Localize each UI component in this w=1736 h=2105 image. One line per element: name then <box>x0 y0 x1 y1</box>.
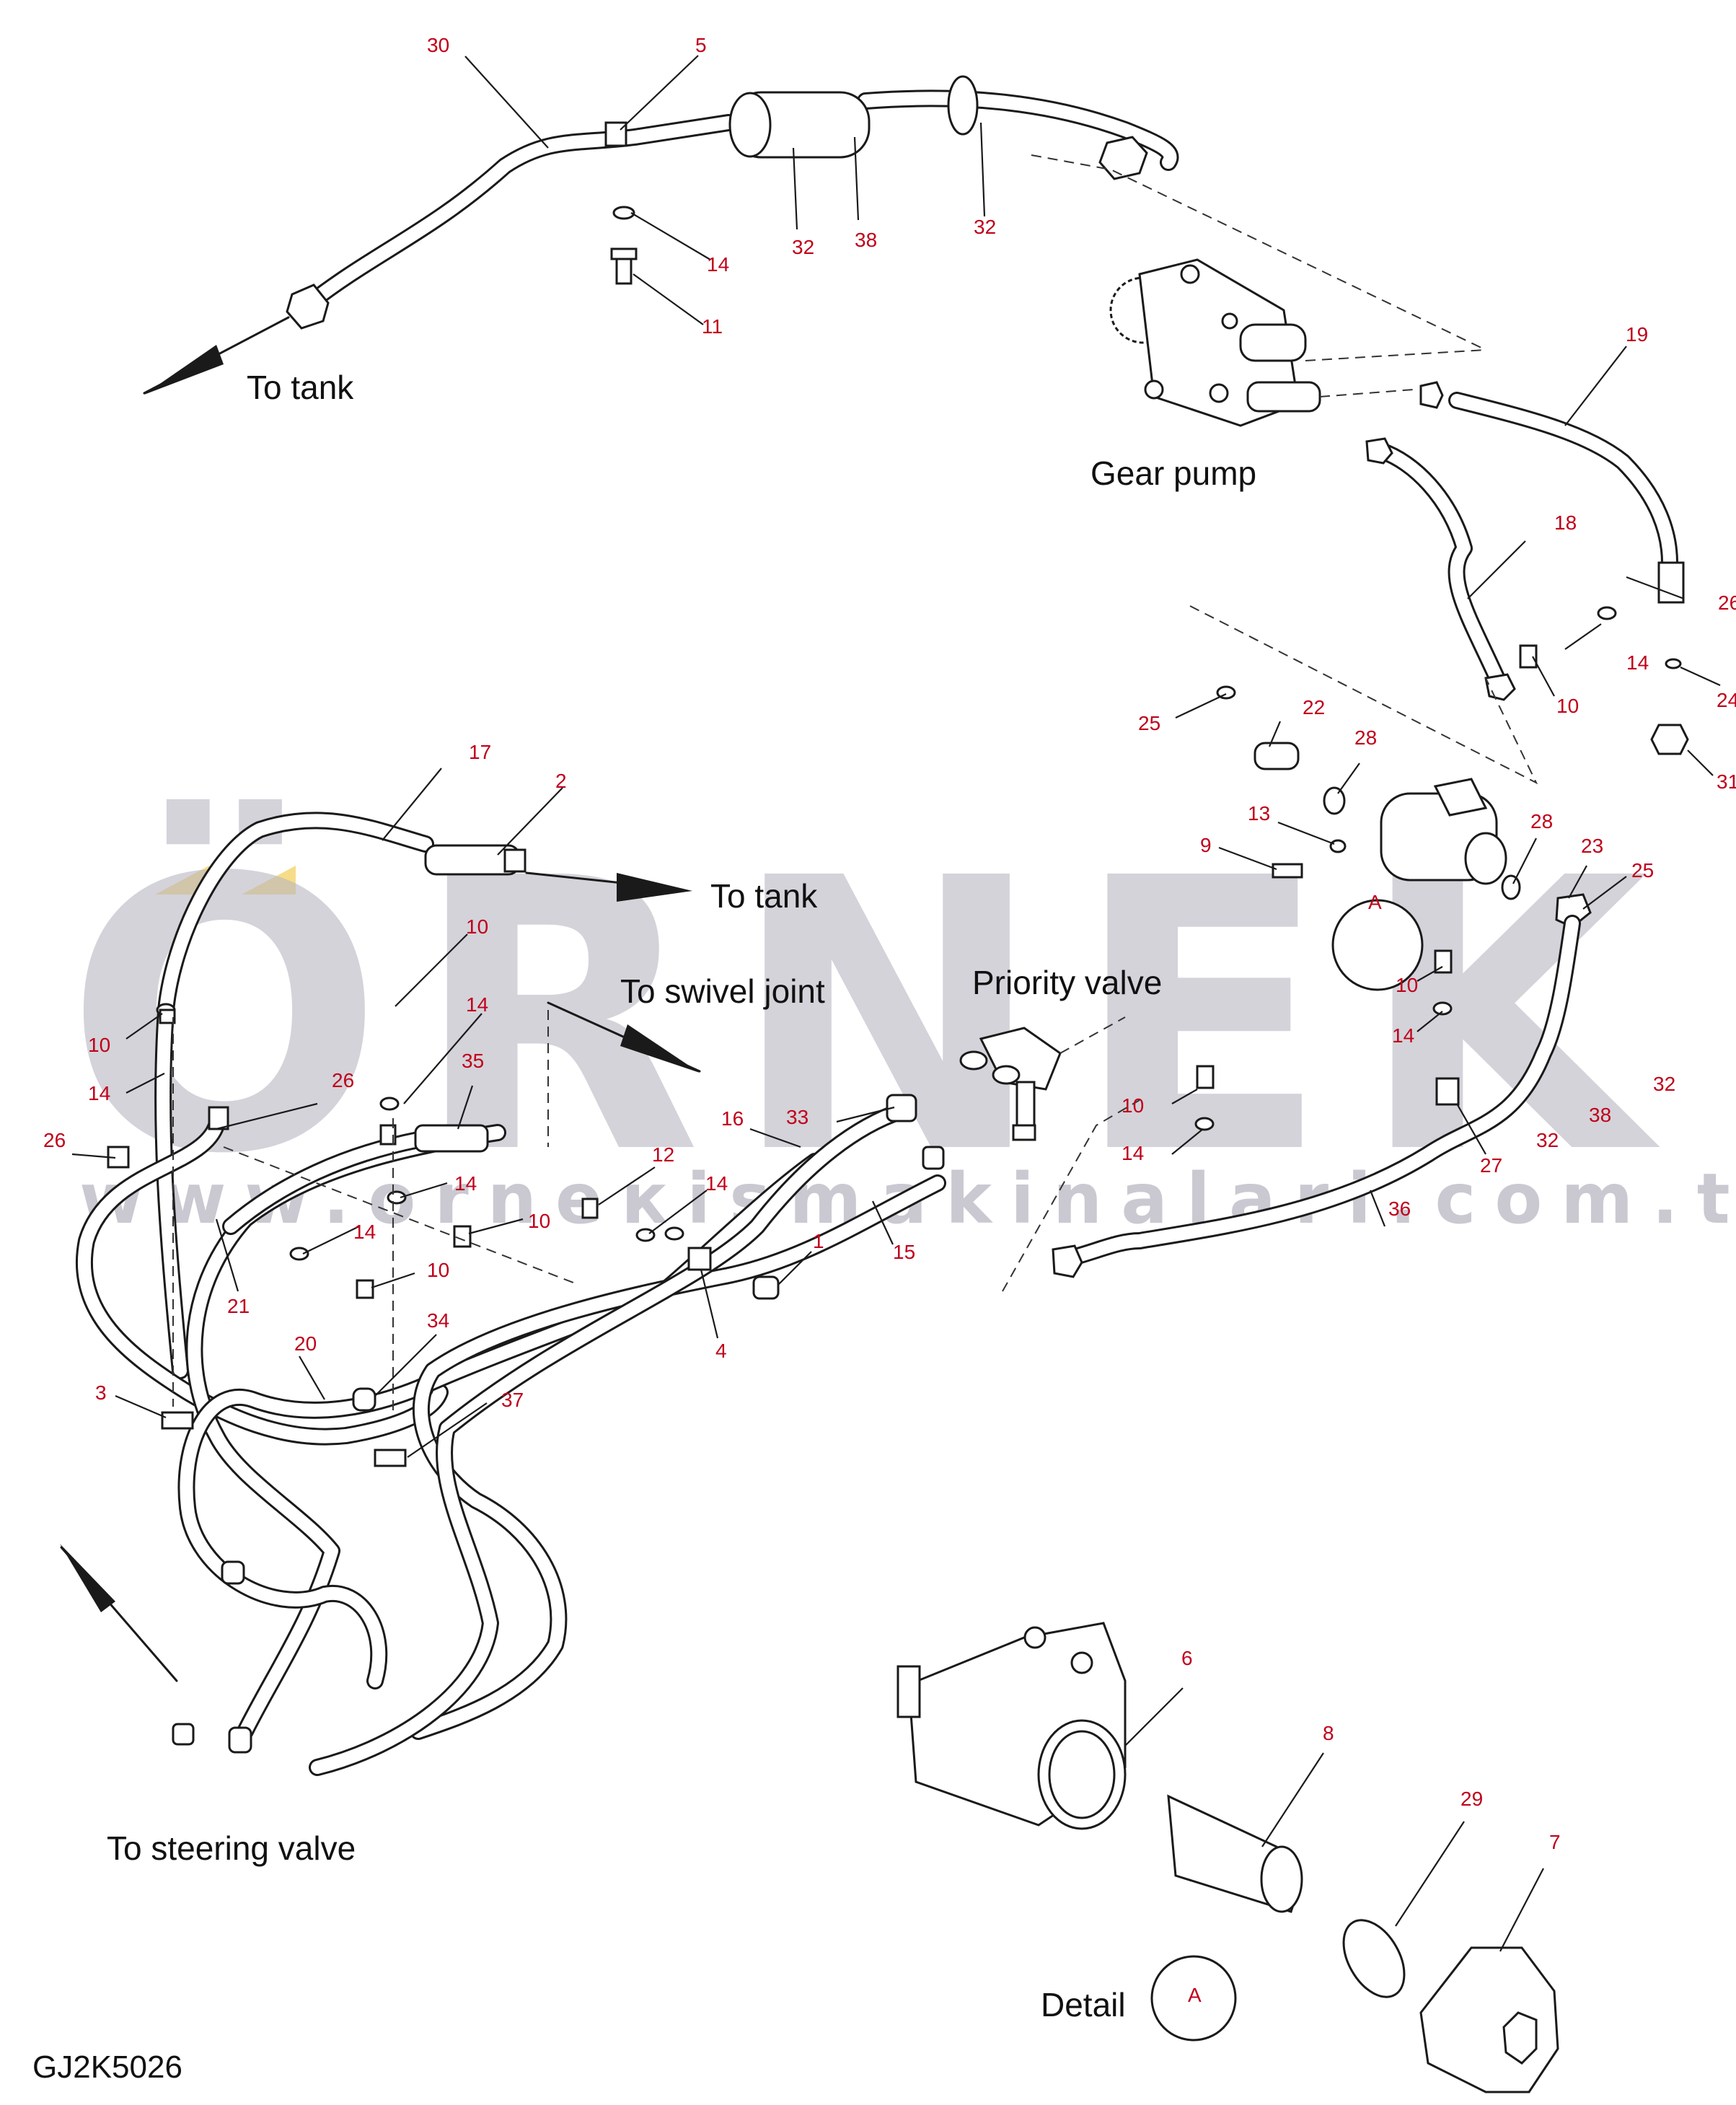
callout-25: 25 <box>1138 712 1160 734</box>
callout-32: 32 <box>1536 1129 1559 1151</box>
callout-numbers: 30 5 14 11 32 38 32 19 18 26 14 10 24 31… <box>43 34 1736 1853</box>
callout-37: 37 <box>501 1389 524 1411</box>
to-swivel-joint-arrow <box>547 1001 701 1147</box>
o-ring-29 <box>1342 1919 1406 1998</box>
callout-17: 17 <box>469 741 491 763</box>
callout-33: 33 <box>786 1106 808 1128</box>
gear-pump <box>1109 258 1486 427</box>
clamp-37 <box>374 1449 407 1467</box>
callout-7: 7 <box>1549 1831 1561 1853</box>
callout-4: 4 <box>715 1340 727 1362</box>
callout-10: 10 <box>1556 695 1579 717</box>
callout-10: 10 <box>466 915 488 938</box>
callout-10: 10 <box>427 1259 449 1281</box>
callout-12: 12 <box>652 1143 674 1166</box>
callout-14: 14 <box>1122 1142 1144 1164</box>
callout-15: 15 <box>893 1241 915 1263</box>
callout-11: 11 <box>702 315 723 338</box>
callout-14: 14 <box>1392 1024 1414 1047</box>
callout-28: 28 <box>1354 726 1377 749</box>
callout-14: 14 <box>466 993 488 1016</box>
callout-22: 22 <box>1303 696 1325 718</box>
callout-24: 24 <box>1717 689 1736 711</box>
callout-32: 32 <box>1653 1073 1675 1095</box>
callout-16: 16 <box>721 1107 744 1130</box>
main-hose-bundle <box>75 1003 946 1776</box>
callout-38: 38 <box>1589 1104 1611 1126</box>
label-to-swivel-joint: To swivel joint <box>620 972 825 1010</box>
to-steering-valve-arrow <box>60 1544 178 1682</box>
detail-ref-circle <box>1150 1955 1237 2042</box>
callout-23: 23 <box>1581 835 1603 857</box>
callout-25: 25 <box>1631 859 1654 882</box>
label-gear-pump: Gear pump <box>1090 454 1256 492</box>
label-to-steering-valve: To steering valve <box>107 1829 356 1867</box>
callout-20: 20 <box>294 1332 317 1355</box>
callout-2: 2 <box>555 770 567 792</box>
callout-8: 8 <box>1323 1722 1334 1744</box>
callout-19: 19 <box>1626 323 1648 346</box>
callout-14: 14 <box>707 253 729 276</box>
plug-31 <box>1650 724 1689 755</box>
callout-35: 35 <box>462 1050 484 1072</box>
callout-14: 14 <box>454 1172 477 1195</box>
hex-fitting-top <box>1098 136 1148 180</box>
callout-5: 5 <box>695 34 707 56</box>
callout-1: 1 <box>813 1230 824 1252</box>
to-tank-arrow-top <box>143 316 290 395</box>
filter-valve-body: A <box>1002 685 1592 1292</box>
callout-34: 34 <box>427 1309 449 1332</box>
clamp-5 <box>604 121 627 147</box>
callout-14: 14 <box>705 1172 728 1195</box>
watermark-accent-right <box>242 866 296 895</box>
callout-32: 32 <box>792 236 814 258</box>
sleeve-35 <box>414 1124 489 1153</box>
callout-6: 6 <box>1181 1647 1193 1669</box>
callout-14: 14 <box>88 1082 110 1104</box>
drawing-code: GJ2K5026 <box>32 2049 182 2085</box>
callout-3: 3 <box>95 1381 107 1404</box>
callout-30: 30 <box>427 34 449 56</box>
o-ring-top <box>947 75 979 136</box>
callout-14: 14 <box>1626 651 1649 674</box>
callout-10: 10 <box>1122 1094 1144 1117</box>
return-line-assembly <box>286 75 1486 351</box>
callout-32: 32 <box>974 216 996 238</box>
callout-9: 9 <box>1200 834 1212 856</box>
leaders <box>71 55 1721 1952</box>
label-priority-valve: Priority valve <box>972 964 1162 1001</box>
label-detail-ref-a: A <box>1188 1984 1202 2006</box>
clamp-4 <box>687 1247 712 1271</box>
callout-13: 13 <box>1248 802 1270 825</box>
label-to-tank-mid: To tank <box>710 877 818 915</box>
label-detail: Detail <box>1041 1986 1126 2023</box>
detail-a-exploded <box>896 1622 1559 2093</box>
watermark-accent-left <box>155 866 209 895</box>
callout-29: 29 <box>1460 1788 1483 1810</box>
callout-38: 38 <box>855 229 877 251</box>
callout-10: 10 <box>1396 974 1418 996</box>
priority-valve <box>959 1016 1126 1141</box>
callout-26: 26 <box>1718 592 1736 614</box>
callout-28: 28 <box>1530 810 1553 832</box>
label-to-tank-top: To tank <box>247 369 354 406</box>
clamp-3 <box>161 1411 194 1430</box>
hose-19-18 <box>1189 381 1689 785</box>
callout-36: 36 <box>1388 1197 1411 1220</box>
callout-10: 10 <box>88 1034 110 1056</box>
callout-31: 31 <box>1717 770 1736 793</box>
callout-26: 26 <box>43 1129 66 1151</box>
hose-17 <box>154 812 692 1379</box>
callout-10: 10 <box>528 1210 550 1232</box>
callout-18: 18 <box>1554 511 1577 534</box>
callout-26: 26 <box>332 1069 354 1091</box>
callout-21: 21 <box>227 1295 250 1317</box>
ref-circle-a: A <box>1368 891 1382 913</box>
callout-27: 27 <box>1480 1154 1502 1177</box>
callout-14: 14 <box>353 1221 376 1243</box>
hex-fitting-tank <box>286 284 330 330</box>
